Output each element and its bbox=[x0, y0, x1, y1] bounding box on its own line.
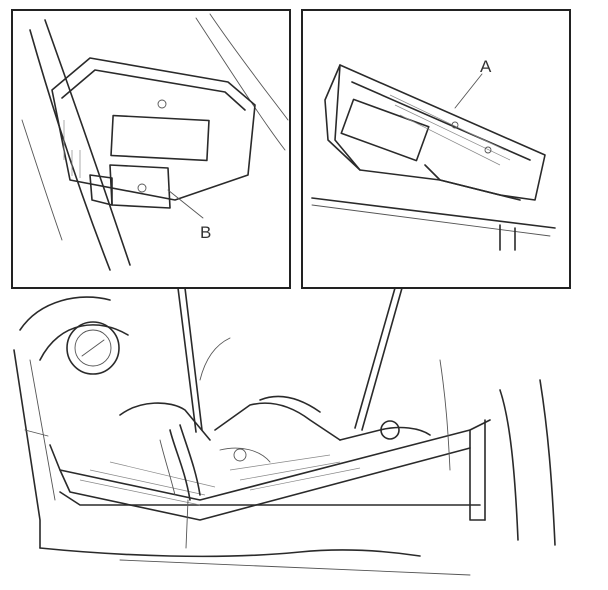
inset-left: B bbox=[11, 9, 291, 289]
main-scene bbox=[13, 296, 556, 576]
callout-label-b: B bbox=[200, 223, 211, 242]
inset-right: A bbox=[301, 9, 571, 289]
leader-lines bbox=[177, 287, 403, 549]
callout-label-a: A bbox=[480, 57, 492, 76]
